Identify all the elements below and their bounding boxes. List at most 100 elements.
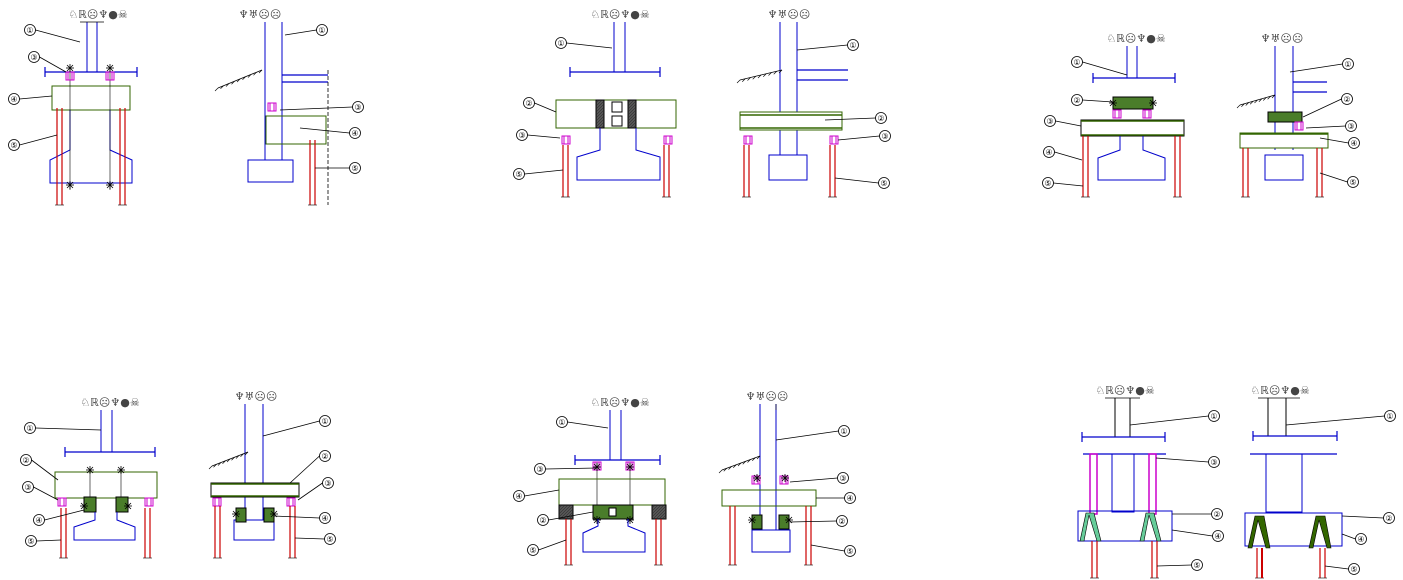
line-segment [242,76,246,80]
footing [247,159,294,183]
callout-number: ③ [1210,458,1217,467]
callout-1: ① [24,24,81,43]
line-segment [299,127,350,134]
pile [561,145,570,198]
line-segment [220,85,224,89]
bearing [743,135,753,145]
callout-1: ① [1071,56,1128,76]
pile [143,508,152,559]
anchor-mark [106,64,114,72]
callout-3: ③ [22,481,59,501]
callout-3: ③ [789,472,849,484]
bearing [212,497,222,507]
line-segment [595,99,603,107]
line-segment [240,453,244,457]
anchor-mark [270,510,278,518]
callout-2: ② [789,515,848,527]
bearing-box [751,475,761,485]
callout-3: ③ [279,101,364,113]
line-segment [231,457,235,461]
line-segment [297,482,323,501]
callout-1: ① [262,415,331,437]
callout-number: ④ [1214,532,1221,541]
pile [1241,148,1250,198]
callout-1: ① [796,39,859,51]
dimension-bracket [44,67,138,77]
header-glyphs: ♘ℝ☹♆●☠ [1250,384,1310,397]
pile-cap [1244,512,1343,547]
line-segment [733,464,737,468]
line-segment [35,427,102,431]
line-segment [527,134,561,139]
anchor-mark [593,516,601,524]
soil-slope [718,455,761,474]
line-segment [208,465,213,470]
header-glyphs: ♘ℝ☹♆●☠ [1106,32,1166,45]
callout-number: ④ [515,492,522,501]
line-segment [747,77,751,81]
line-segment [545,467,598,470]
line-segment [595,109,605,119]
line-segment [651,504,656,509]
line-segment [1324,565,1349,570]
callout-3: ③ [1155,456,1220,468]
bearing [144,497,154,507]
line-segment [1054,151,1083,161]
line-segment [235,455,240,459]
column-base [576,128,661,181]
anchor-mark [626,516,634,524]
callout-5: ⑤ [513,168,564,180]
pile [804,506,813,566]
callout-number: ① [26,26,33,35]
line-segment [66,64,74,72]
callout-number: ⑤ [529,546,536,555]
line-segment [627,99,632,104]
pile [654,519,663,566]
hatch-block [651,504,667,520]
dimension-bracket [1092,73,1176,83]
line-segment [737,462,742,467]
line-segment [627,115,637,125]
line-segment [651,504,662,515]
callout-number: ③ [1347,122,1354,131]
line-segment [1155,457,1209,463]
line-segment [718,469,723,474]
line-segment [226,458,231,463]
pile-cap [51,85,131,111]
callout-3: ③ [534,463,598,475]
bearing-box [267,102,277,112]
line-segment [781,474,789,482]
callout-number: ② [877,114,884,123]
dimension-bracket [574,455,661,465]
callout-5: ⑤ [527,539,567,556]
line-segment [571,517,574,520]
line-segment [284,29,317,36]
pile [55,108,64,206]
line-segment [789,477,838,483]
column-base [1097,136,1166,181]
line-segment [247,74,252,78]
line-segment [106,181,114,189]
header-glyphs: ♘ℝ☹♆●☠ [68,8,128,21]
line-segment [566,42,613,49]
callout-2: ② [523,97,557,113]
line-segment [39,56,67,73]
header-glyphs: ♆♅☹☹ [239,8,282,21]
callout-number: ② [539,516,546,525]
bearing [663,135,673,145]
line-segment [651,504,665,518]
callout-4: ④ [1319,137,1360,149]
pile [564,519,573,566]
line-segment [1236,104,1241,109]
line-segment [824,117,876,121]
callout-number: ⑤ [846,547,853,556]
callout-2: ② [1172,508,1223,520]
line-segment [742,78,746,82]
line-segment [597,121,605,129]
callout-number: ① [558,418,565,427]
line-segment [595,99,600,104]
pile [1315,148,1324,198]
